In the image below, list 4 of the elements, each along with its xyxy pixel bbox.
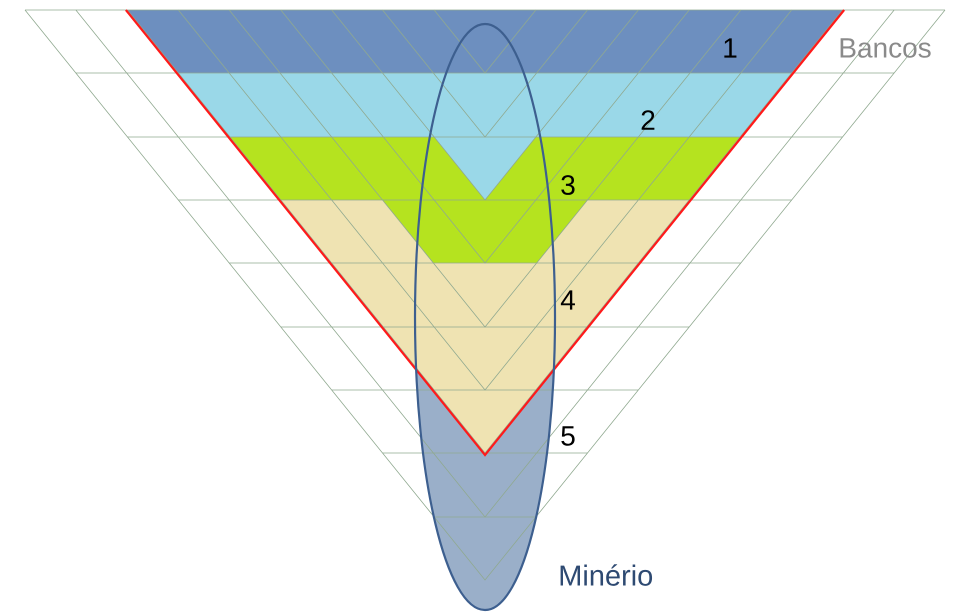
ore-ellipse — [414, 22, 556, 612]
ore-label: Minério — [560, 564, 652, 586]
bench-number: 2 — [642, 110, 654, 130]
bench-number: 1 — [724, 38, 736, 58]
